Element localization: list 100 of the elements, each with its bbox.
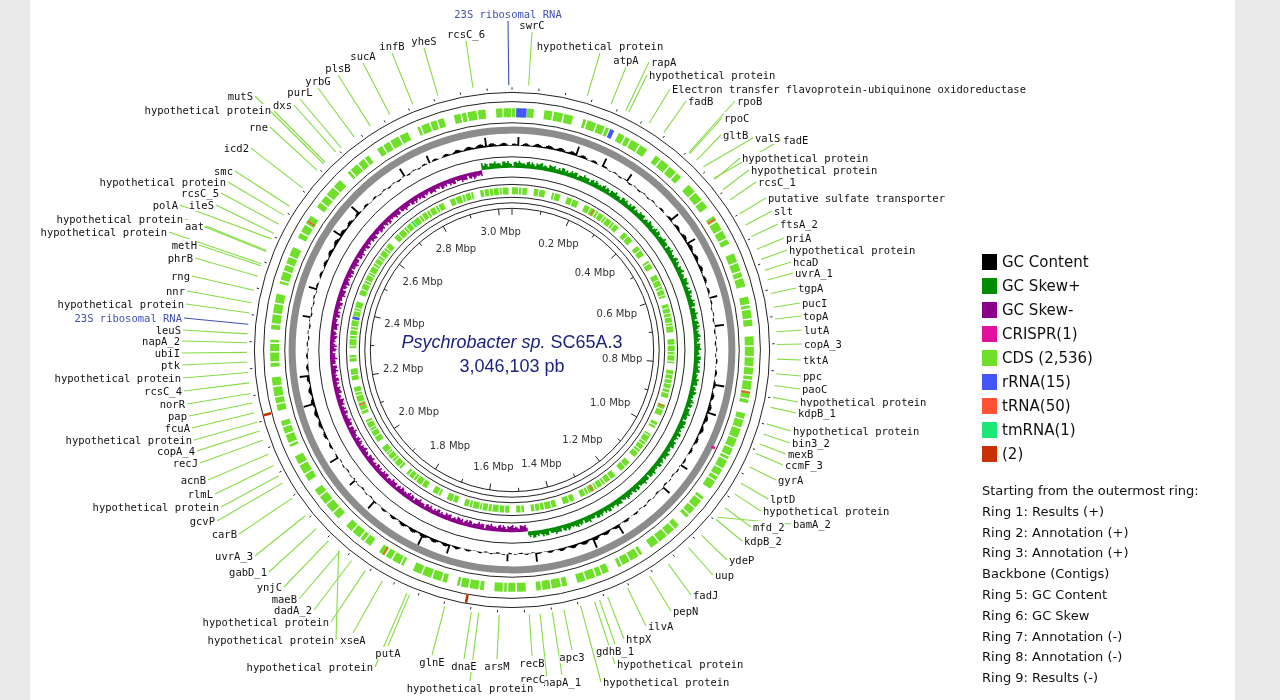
scale-label: 1.0 Mbp — [590, 396, 631, 409]
gene-label: gdhB_1 — [596, 645, 634, 657]
scale-label: 0.4 Mbp — [574, 267, 616, 280]
gene-label: hypothetical protein — [763, 505, 890, 517]
note-heading: Starting from the outermost ring: — [982, 483, 1199, 499]
gene-label: purL — [287, 86, 313, 98]
gene-label: hcaD — [793, 256, 819, 268]
leader-line — [776, 358, 802, 361]
gene-label: plsB — [325, 62, 351, 74]
scale-label: 1.2 Mbp — [562, 433, 603, 446]
gene-label: sucA — [350, 50, 376, 62]
gene-label: acnB — [180, 474, 206, 486]
ring-note: Ring 1: Results (+) — [982, 503, 1105, 520]
gene-label: hypothetical protein — [65, 434, 192, 446]
leader-line — [648, 88, 671, 124]
gene-label: dnaE — [451, 660, 477, 672]
gene-label: hypothetical protein — [649, 69, 776, 81]
gene-label: hypothetical protein — [603, 676, 730, 688]
leader-line — [496, 614, 500, 660]
gene-label: aat — [185, 220, 204, 232]
gene-label: dadA_2 — [274, 604, 312, 616]
gene-label: rlmL — [187, 488, 213, 500]
ring-note: Ring 5: GC Content — [982, 587, 1108, 603]
gene-label: gltB — [723, 129, 749, 141]
leader-line — [764, 261, 792, 271]
gene-label: leuS — [155, 324, 181, 336]
leader-line — [625, 61, 650, 112]
ring-note: Ring 9: Results (-) — [982, 670, 1098, 687]
leader-line — [749, 466, 777, 481]
gene-label: hypothetical protein — [751, 164, 878, 176]
leader-line — [738, 197, 767, 215]
gene-label: fadE — [783, 134, 809, 146]
leader-line — [607, 596, 625, 640]
gene-label: hypothetical protein — [92, 501, 219, 513]
leader-line — [220, 475, 280, 508]
leader-line — [186, 392, 252, 405]
leader-line — [299, 98, 342, 149]
leader-line — [254, 95, 325, 165]
gene-label: recJ — [172, 457, 198, 469]
leader-line — [179, 204, 272, 240]
leader-line — [696, 134, 722, 161]
leader-line — [772, 396, 799, 403]
leader-line — [214, 465, 275, 495]
leader-line — [227, 181, 285, 216]
gene-label: rcsC_1 — [758, 176, 796, 188]
leader-line — [776, 343, 803, 346]
gene-label: Electron transfer flavoprotein-ubiquinone oxidoreductase — [672, 83, 1026, 95]
leader-line — [775, 329, 803, 333]
gene-label: rpoB — [737, 95, 763, 107]
gene-label: xseA — [340, 634, 366, 646]
leader-line — [250, 147, 303, 189]
gene-label: rpoC — [724, 112, 750, 124]
leader-line — [191, 412, 256, 429]
legend-label: (2) — [1002, 445, 1024, 463]
leader-line — [191, 275, 255, 291]
leader-line — [234, 170, 290, 207]
leader-line — [199, 439, 264, 464]
gene-label: hypothetical protein — [57, 298, 184, 310]
legend-label: GC Skew+ — [1002, 277, 1081, 295]
gene-label: bamA_2 — [793, 518, 831, 530]
leader-line — [551, 611, 563, 676]
gene-label: copA_3 — [804, 338, 842, 350]
leader-line — [465, 40, 474, 89]
gene-label: ynjC — [256, 581, 282, 593]
leader-line — [774, 315, 802, 320]
gene-label: carB — [211, 528, 237, 540]
leader-line — [775, 373, 802, 377]
gene-label: gyrA — [778, 474, 804, 486]
scale-label: 1.6 Mbp — [473, 460, 514, 473]
gene-label: fadB — [688, 95, 714, 107]
leader-line — [330, 570, 366, 623]
scale-label: 1.4 Mbp — [521, 457, 562, 470]
genome-title: Psychrobacter sp. SC65A.3 — [401, 331, 623, 353]
gene-label: putA — [375, 647, 401, 659]
gene-label: phrB — [167, 252, 193, 264]
gene-label: rapA — [651, 56, 677, 68]
leader-line — [724, 507, 752, 528]
scale-label: 2.6 Mbp — [402, 276, 443, 288]
gene-label: hypothetical protein — [536, 40, 664, 52]
leader-line — [729, 181, 757, 201]
gene-label: hypothetical protein — [202, 616, 329, 628]
leader-line — [182, 371, 249, 379]
leader-line — [207, 453, 269, 481]
leader-line — [185, 303, 251, 314]
gene-label: gcvP — [189, 515, 215, 527]
leader-line — [215, 204, 275, 234]
scale-label: 1.8 Mbp — [429, 440, 471, 453]
leader-line — [293, 104, 337, 153]
leader-line — [194, 257, 259, 277]
leader-line — [337, 74, 371, 127]
genome-size: 3,046,103 pb — [459, 355, 565, 377]
gene-label: yrbG — [305, 75, 331, 87]
leader-line — [767, 272, 794, 281]
leader-line — [774, 385, 801, 390]
leader-line — [689, 117, 723, 155]
leader-line — [628, 74, 648, 113]
leader-line — [610, 66, 627, 105]
gene-label: atpA — [613, 54, 639, 66]
scale-label: 0.2 Mbp — [538, 237, 579, 250]
gene-label: kdpB_1 — [798, 407, 836, 419]
